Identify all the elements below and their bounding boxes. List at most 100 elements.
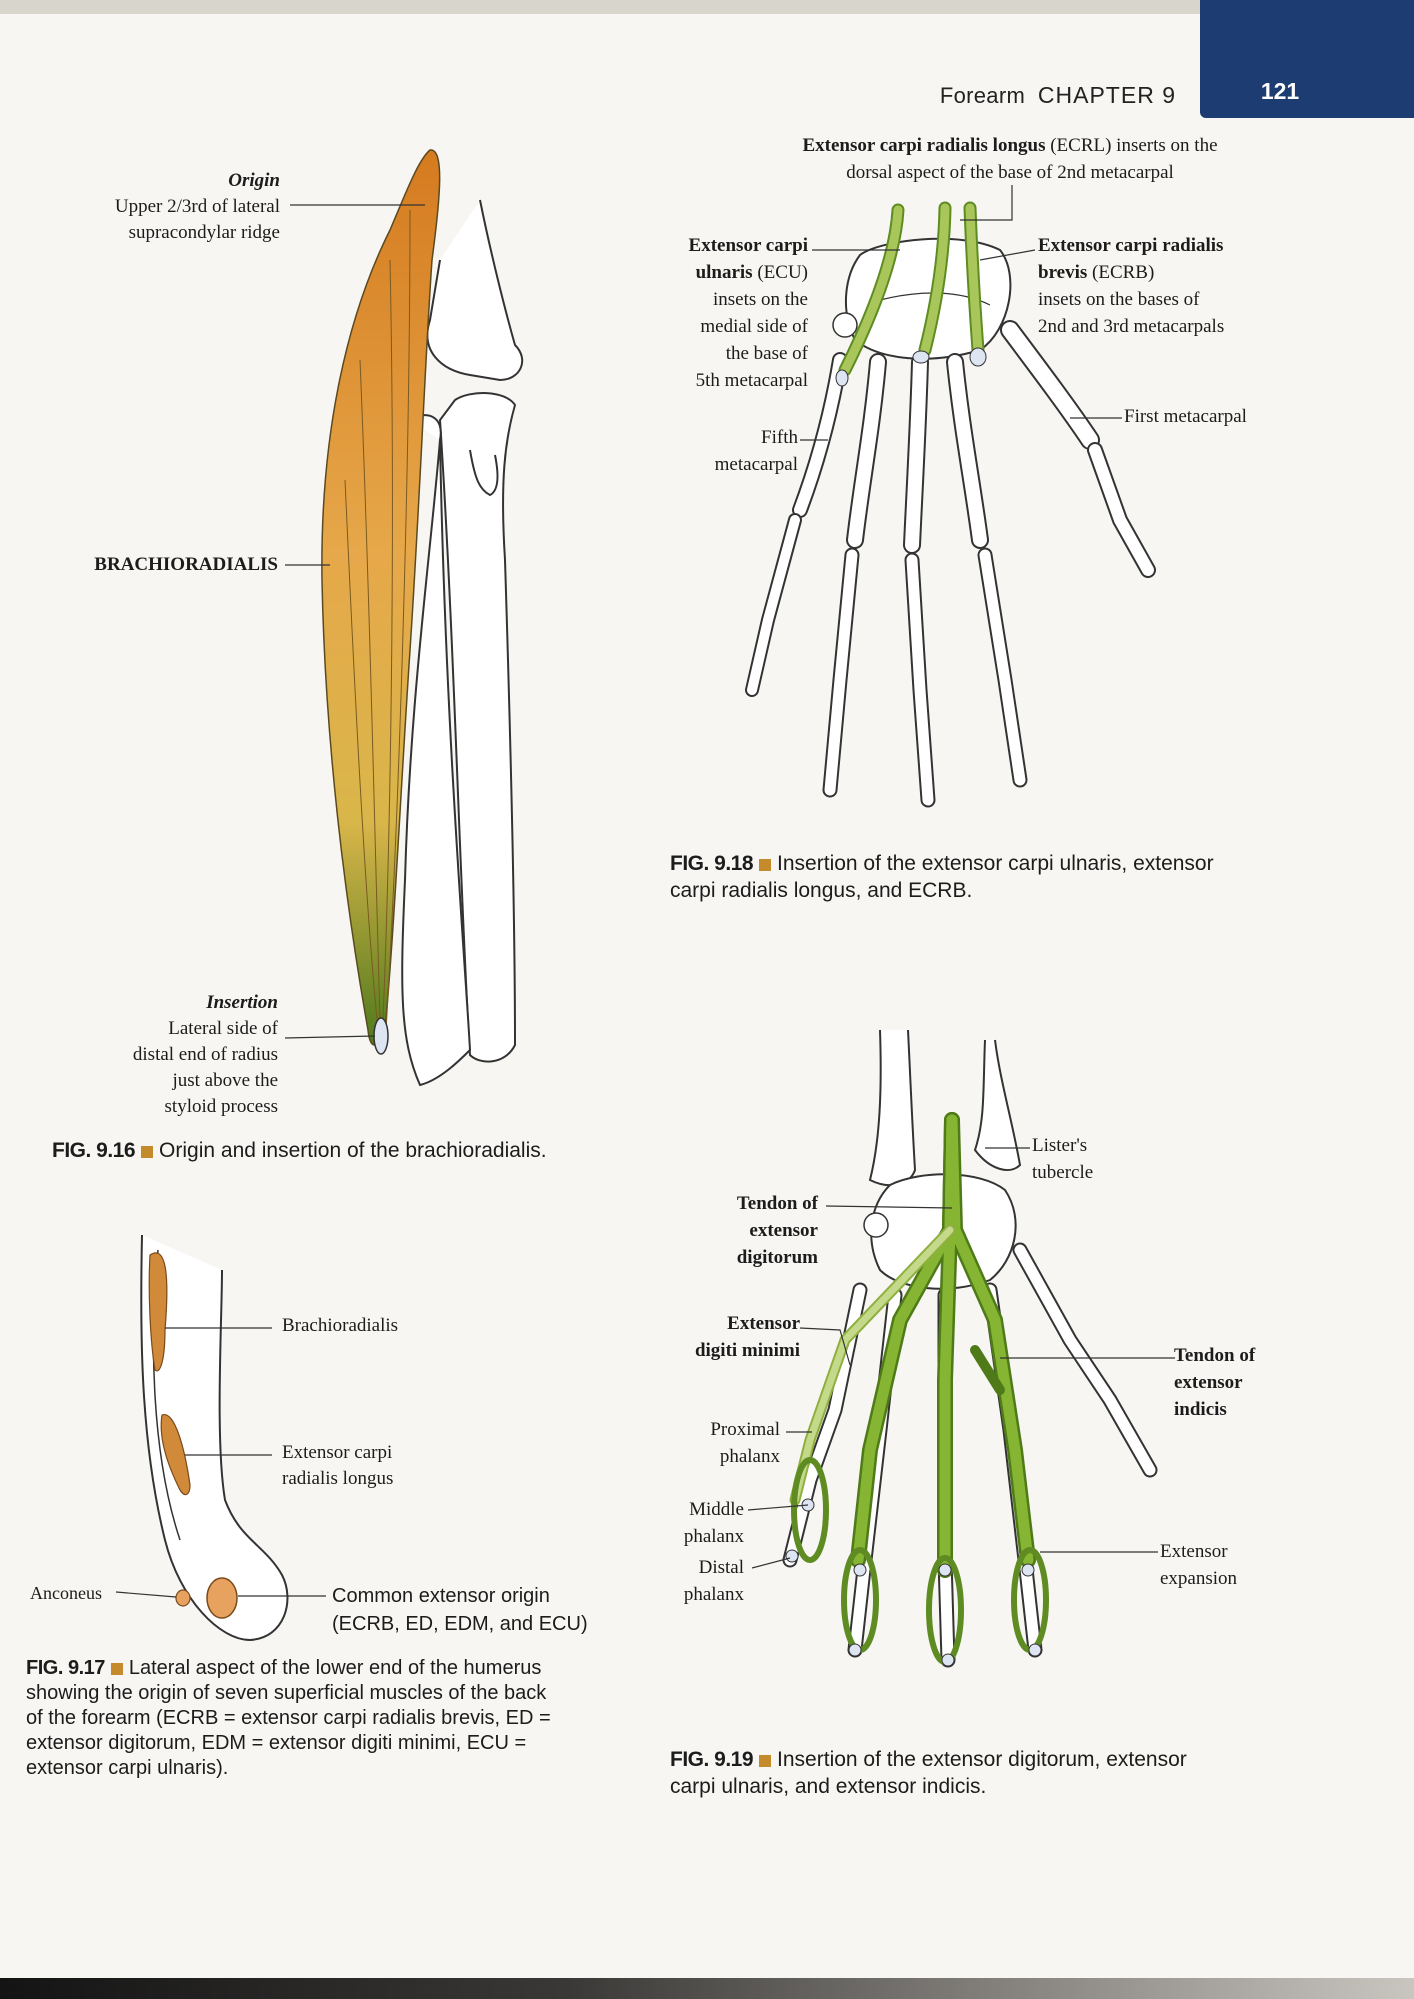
extensor-expansion-label: Extensor expansion: [1160, 1538, 1237, 1592]
ecrl-bold: Extensor carpi radialis longus: [802, 135, 1046, 156]
fig919-caption: FIG. 9.19 Insertion of the extensor digit…: [670, 1746, 1290, 1800]
ecrl-line1: Extensor carpi: [282, 1442, 393, 1463]
ecu-line5: the base of: [725, 343, 808, 364]
ecrb-line3: insets on the bases of: [1038, 289, 1200, 310]
ecrl-line2: radialis longus: [282, 1468, 394, 1489]
header-section: Forearm: [939, 83, 1026, 108]
exp-line2: expansion: [1160, 1568, 1238, 1589]
fifth-line2: metacarpal: [714, 454, 798, 475]
fig916-caption-number: FIG. 9.16: [52, 1139, 136, 1162]
fig917-caption-number: FIG. 9.17: [26, 1657, 105, 1679]
fig917-caption-line4: extensor digitorum, EDM = extensor digit…: [26, 1732, 527, 1754]
listers-line1: Lister's: [1032, 1135, 1088, 1156]
fig919-caption-line1: Insertion of the extensor digitorum, ext…: [777, 1748, 1187, 1771]
caption-square-icon: [110, 1663, 123, 1675]
fig916-caption: FIG. 9.16 Origin and insertion of the bra…: [52, 1137, 652, 1164]
fig918-caption-line2: carpi radialis longus, and ECRB.: [670, 879, 973, 902]
fig919-caption-line2: carpi ulnaris, and extensor indicis.: [670, 1775, 987, 1798]
ecu-abbr: (ECU): [757, 262, 808, 283]
prox-line1: Proximal: [710, 1419, 780, 1440]
anconeus-label: Anconeus: [30, 1583, 102, 1603]
extensor-digiti-minimi-label: Extensor digiti minimi: [640, 1310, 800, 1364]
tei-line1: Tendon of: [1174, 1345, 1256, 1366]
middle-phalanx-label: Middle phalanx: [640, 1496, 744, 1550]
ecrb-bold1: Extensor carpi radialis: [1038, 235, 1224, 256]
fig917-caption-line2: showing the origin of seven superficial …: [26, 1682, 547, 1704]
ecu-bold1: Extensor carpi: [688, 235, 808, 256]
ecu-bold2: ulnaris: [695, 262, 753, 283]
common-extensor-origin-label: Common extensor origin (ECRB, ED, EDM, a…: [332, 1582, 588, 1638]
distal-phalanx-label: Distal phalanx: [640, 1554, 744, 1608]
ecu-line4: medial side of: [700, 316, 808, 337]
mid-line2: phalanx: [683, 1526, 744, 1547]
origin-line2: supracondylar ridge: [128, 222, 280, 243]
dist-line1: Distal: [698, 1557, 744, 1578]
fig917-ecrl-label: Extensor carpi radialis longus: [282, 1440, 393, 1492]
ecrl-rest: (ECRL) inserts on the: [1050, 135, 1218, 156]
dist-line2: phalanx: [683, 1584, 744, 1605]
caption-square-icon: [759, 1755, 772, 1767]
fig916-insertion-label: Insertion Lateral side of distal end of …: [60, 990, 278, 1120]
ecu-line3: insets on the: [713, 289, 808, 310]
ted-line3: digitorum: [736, 1247, 818, 1268]
brachioradialis-label: BRACHIORADIALIS: [94, 554, 278, 575]
tendon-extensor-digitorum-label: Tendon of extensor digitorum: [640, 1190, 818, 1271]
page-top-edge: [0, 0, 1414, 14]
ecrb-bold2: brevis: [1038, 262, 1088, 283]
page-number-tab: [1200, 0, 1414, 118]
page-bottom-edge: [0, 1978, 1414, 1999]
edm-line1: Extensor: [727, 1313, 800, 1334]
fig918-ecrb-label: Extensor carpi radialis brevis (ECRB) in…: [1038, 232, 1308, 340]
page-number: 121: [1260, 78, 1300, 104]
origin-line1: Upper 2/3rd of lateral: [114, 196, 280, 217]
ecu-line6: 5th metacarpal: [695, 370, 808, 391]
insertion-line4: styloid process: [164, 1096, 278, 1117]
fifth-line1: Fifth: [761, 427, 798, 448]
fifth-metacarpal-label: Fifth metacarpal: [650, 424, 798, 478]
first-metacarpal-label: First metacarpal: [1124, 406, 1247, 427]
ted-line1: Tendon of: [736, 1193, 818, 1214]
fig916-origin-label: Origin Upper 2/3rd of lateral supracondy…: [60, 168, 280, 246]
tendon-extensor-indicis-label: Tendon of extensor indicis: [1174, 1342, 1255, 1423]
edm-line2: digiti minimi: [694, 1340, 800, 1361]
listers-line2: tubercle: [1032, 1162, 1094, 1183]
fig917-caption-line3: of the forearm (ECRB = extensor carpi ra…: [26, 1707, 551, 1729]
header-chapter: CHAPTER 9: [1037, 82, 1176, 108]
common-line1: Common extensor origin: [332, 1585, 550, 1607]
ecrb-abbr: (ECRB): [1092, 262, 1155, 283]
fig917-caption-line5: extensor carpi ulnaris).: [26, 1757, 229, 1779]
insertion-line2: distal end of radius: [132, 1044, 278, 1065]
running-header: Forearm CHAPTER 9: [940, 82, 1176, 109]
proximal-phalanx-label: Proximal phalanx: [660, 1416, 780, 1470]
fig918-ecu-label: Extensor carpi ulnaris (ECU) insets on t…: [620, 232, 808, 394]
caption-square-icon: [141, 1146, 154, 1158]
origin-title: Origin: [228, 170, 280, 191]
tei-line2: extensor: [1174, 1372, 1243, 1393]
common-line2: (ECRB, ED, EDM, and ECU): [332, 1613, 588, 1635]
fig919-caption-number: FIG. 9.19: [670, 1748, 754, 1771]
fig917-brachioradialis-label: Brachioradialis: [282, 1315, 399, 1336]
prox-line2: phalanx: [719, 1446, 780, 1467]
fig918-caption-line1: Insertion of the extensor carpi ulnaris,…: [777, 852, 1214, 875]
caption-square-icon: [759, 859, 772, 871]
fig916-caption-text: Origin and insertion of the brachioradia…: [159, 1139, 547, 1162]
listers-tubercle-label: Lister's tubercle: [1032, 1132, 1093, 1186]
fig917-caption: FIG. 9.17 Lateral aspect of the lower end…: [26, 1656, 616, 1781]
mid-line1: Middle: [689, 1499, 744, 1520]
ted-line2: extensor: [749, 1220, 818, 1241]
fig917-caption-line1: Lateral aspect of the lower end of the h…: [128, 1657, 542, 1679]
insertion-line1: Lateral side of: [168, 1018, 278, 1039]
fig918-caption-number: FIG. 9.18: [670, 852, 754, 875]
exp-line1: Extensor: [1160, 1541, 1228, 1562]
ecrl-line2: dorsal aspect of the base of 2nd metacar…: [846, 162, 1174, 183]
ecrb-line4: 2nd and 3rd metacarpals: [1038, 316, 1225, 337]
insertion-title: Insertion: [206, 992, 278, 1013]
insertion-line3: just above the: [172, 1070, 278, 1091]
fig918-caption: FIG. 9.18 Insertion of the extensor carpi…: [670, 850, 1290, 904]
fig918-ecrl-label: Extensor carpi radialis longus (ECRL) in…: [765, 132, 1255, 186]
tei-line3: indicis: [1174, 1399, 1227, 1420]
